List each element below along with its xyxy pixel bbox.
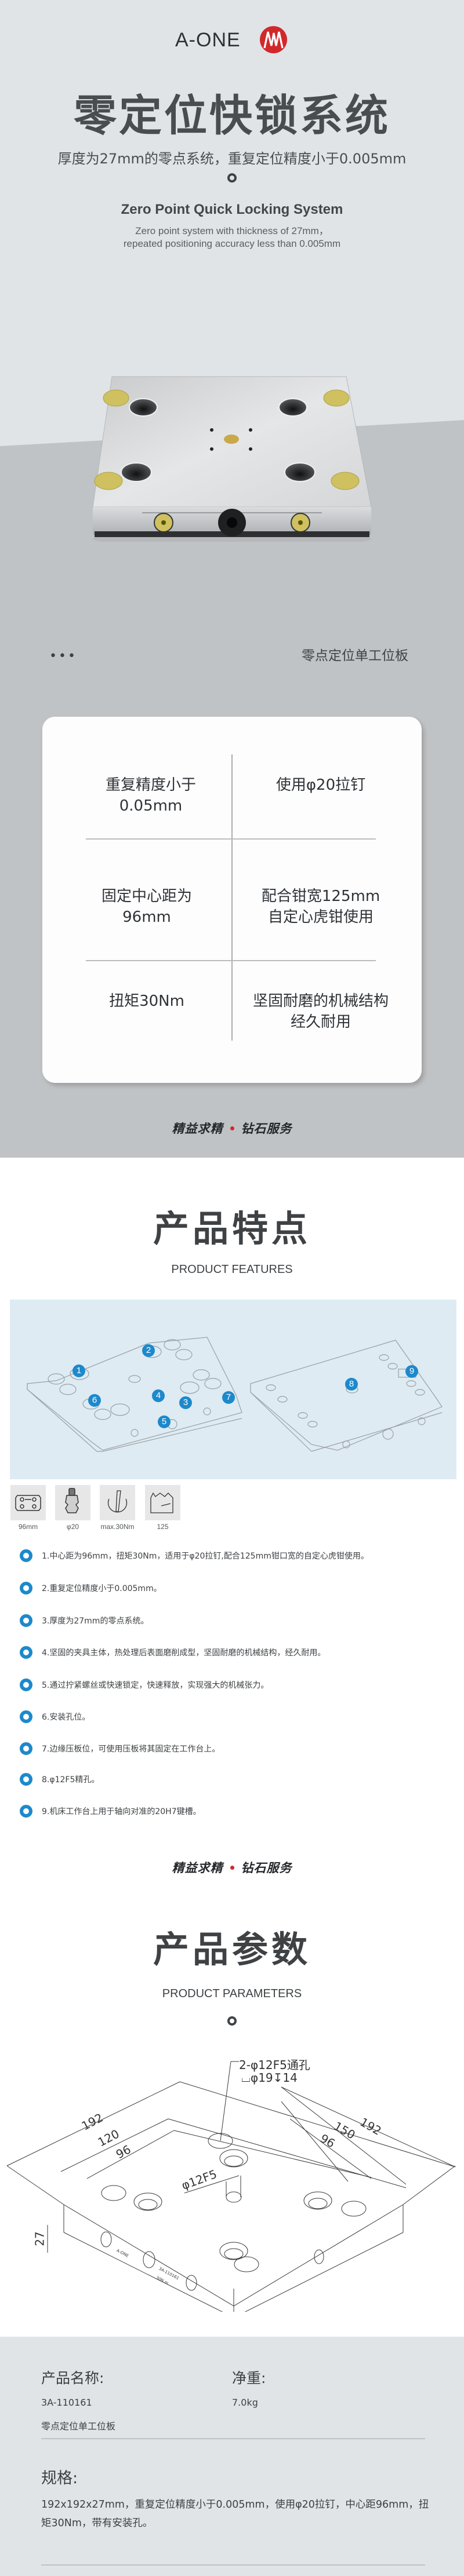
spec-cell-durability: 坚固耐磨的机械结构 经久耐用 xyxy=(252,993,389,1031)
feature-list-item: 3.厚度为27mm的零点系统。 xyxy=(20,1614,148,1628)
divider xyxy=(41,2564,425,2566)
spec-highlights-card: 重复精度小于 0.05mm 使用φ20拉钉 固定中心距为 96mm 配合钳宽12… xyxy=(42,717,422,1083)
torque-icon xyxy=(100,1485,135,1520)
bullet-ring-icon xyxy=(20,1614,32,1627)
feature-badge-9: 9 xyxy=(405,1365,418,1378)
feature-diagram: 1 2 3 4 5 6 7 8 9 xyxy=(10,1300,456,1479)
hero-subtitle-en-1: Zero point system with thickness of 27mm… xyxy=(135,225,329,236)
product-name-label: 产品名称: xyxy=(41,2370,104,2387)
feature-list-item: 7.边缘压板位，可使用压板将其固定在工作台上。 xyxy=(20,1742,220,1756)
hero-section: A-ONE 零定位快锁系统 厚度为27mm的零点系统，重复定位精度小于0.005… xyxy=(0,0,464,1158)
spec-cell-center-distance: 固定中心距为 96mm xyxy=(101,888,192,926)
callout-label: ⌴φ19↧14 xyxy=(241,2071,298,2085)
parameters-title-en: PRODUCT PARAMETERS xyxy=(162,1987,302,2000)
features-title-en: PRODUCT FEATURES xyxy=(171,1263,293,1276)
bullet-ring-icon xyxy=(20,1710,32,1723)
feature-badge-2: 2 xyxy=(142,1344,155,1357)
more-dots-icon: ••• xyxy=(49,649,77,663)
feature-list-item: 1.中心距为96mm，扭矩30Nm，适用于φ20拉钉,配合125mm钳口宽的自定… xyxy=(20,1549,369,1563)
feature-list-item: 9.机床工作台上用于轴向对准的20H7键槽。 xyxy=(20,1804,201,1818)
brand-logo-text: A-ONE xyxy=(175,29,241,51)
spec-icon-label: 96mm xyxy=(18,1523,38,1531)
dim-label: 27 xyxy=(32,2231,47,2246)
card-divider-vertical xyxy=(231,754,233,1041)
brand-logo-icon xyxy=(260,26,287,53)
spec-description: 192x192x27mm，重复定位精度小于0.005mm，使用φ20拉钉，中心距… xyxy=(41,2499,429,2529)
parameters-title: 产品参数 xyxy=(153,1928,311,1971)
divider xyxy=(41,2438,425,2439)
feature-list-item: 8.φ12F5精孔。 xyxy=(20,1772,99,1786)
product-model: 3A-110161 xyxy=(41,2397,92,2408)
feature-badge-4: 4 xyxy=(152,1389,165,1402)
feature-badge-6: 6 xyxy=(88,1394,101,1407)
bullet-ring-icon xyxy=(20,1742,32,1755)
bullet-ring-icon xyxy=(20,1549,32,1562)
motto: 精益求精钻石服务 xyxy=(172,1122,292,1136)
card-divider-horizontal xyxy=(86,838,376,840)
spec-icon-label: 125 xyxy=(157,1523,169,1531)
bullet-ring-icon xyxy=(20,1679,32,1691)
spec-cell-repeat-accuracy: 重复精度小于 0.05mm xyxy=(105,776,196,815)
spec-cell-vise-width: 配合钳宽125mm 自定心虎钳使用 xyxy=(261,888,380,926)
hero-subtitle-en-2: repeated positioning accuracy less than … xyxy=(123,238,341,249)
page-title: 零定位快锁系统 xyxy=(74,91,390,141)
feature-badge-5: 5 xyxy=(158,1415,171,1428)
net-weight-value: 7.0kg xyxy=(232,2397,258,2408)
features-title: 产品特点 xyxy=(153,1207,311,1250)
motto: 精益求精钻石服务 xyxy=(172,1861,292,1875)
vise-icon xyxy=(145,1485,180,1520)
product-name: 零点定位单工位板 xyxy=(41,2421,116,2432)
red-dot-icon xyxy=(230,1865,234,1870)
feature-badge-7: 7 xyxy=(222,1391,235,1404)
ring-divider-icon xyxy=(227,173,237,183)
center-distance-icon xyxy=(10,1485,46,1520)
spec-label: 规格: xyxy=(41,2469,78,2487)
pull-stud-icon xyxy=(55,1485,90,1520)
feature-badge-1: 1 xyxy=(72,1364,85,1377)
bullet-ring-icon xyxy=(20,1805,32,1818)
dimension-drawing: 2-φ12F5通孔 ⌴φ19↧14 192 120 96 192 150 96 … xyxy=(0,2028,464,2318)
feature-list-item: 4.坚固的夹具主体，热处理后表面磨削成型，坚固耐磨的机械结构，经久耐用。 xyxy=(20,1645,325,1659)
feature-list-item: 5.通过拧紧螺丝或快速锁定，快速释放，实现强大的机械张力。 xyxy=(20,1678,269,1692)
spec-cell-torque: 扭矩30Nm xyxy=(109,993,184,1010)
bullet-ring-icon xyxy=(20,1646,32,1659)
callout-label: 2-φ12F5通孔 xyxy=(239,2058,310,2072)
feature-list-item: 6.安装孔位。 xyxy=(20,1710,90,1724)
spec-cell-pull-stud: 使用φ20拉钉 xyxy=(276,776,366,794)
hero-subtitle: 厚度为27mm的零点系统，重复定位精度小于0.005mm xyxy=(57,151,407,167)
ring-divider-icon xyxy=(227,2016,237,2026)
hero-title-en: Zero Point Quick Locking System xyxy=(121,202,343,217)
card-divider-horizontal xyxy=(86,960,376,961)
product-info-panel: 产品名称: 净重: 3A-110161 7.0kg 零点定位单工位板 规格: 1… xyxy=(0,2337,464,2576)
product-image xyxy=(90,374,374,547)
feature-list-item: 2.重复定位精度小于0.005mm。 xyxy=(20,1581,162,1595)
product-label: 零点定位单工位板 xyxy=(302,648,408,663)
spec-icon-label: φ20 xyxy=(66,1523,79,1531)
feature-badge-8: 8 xyxy=(345,1378,358,1391)
bullet-ring-icon xyxy=(20,1773,32,1786)
spec-icon-label: max.30Nm xyxy=(100,1523,135,1531)
feature-badge-3: 3 xyxy=(179,1396,192,1409)
red-dot-icon xyxy=(230,1126,234,1130)
bullet-ring-icon xyxy=(20,1582,32,1595)
net-weight-label: 净重: xyxy=(232,2370,266,2387)
